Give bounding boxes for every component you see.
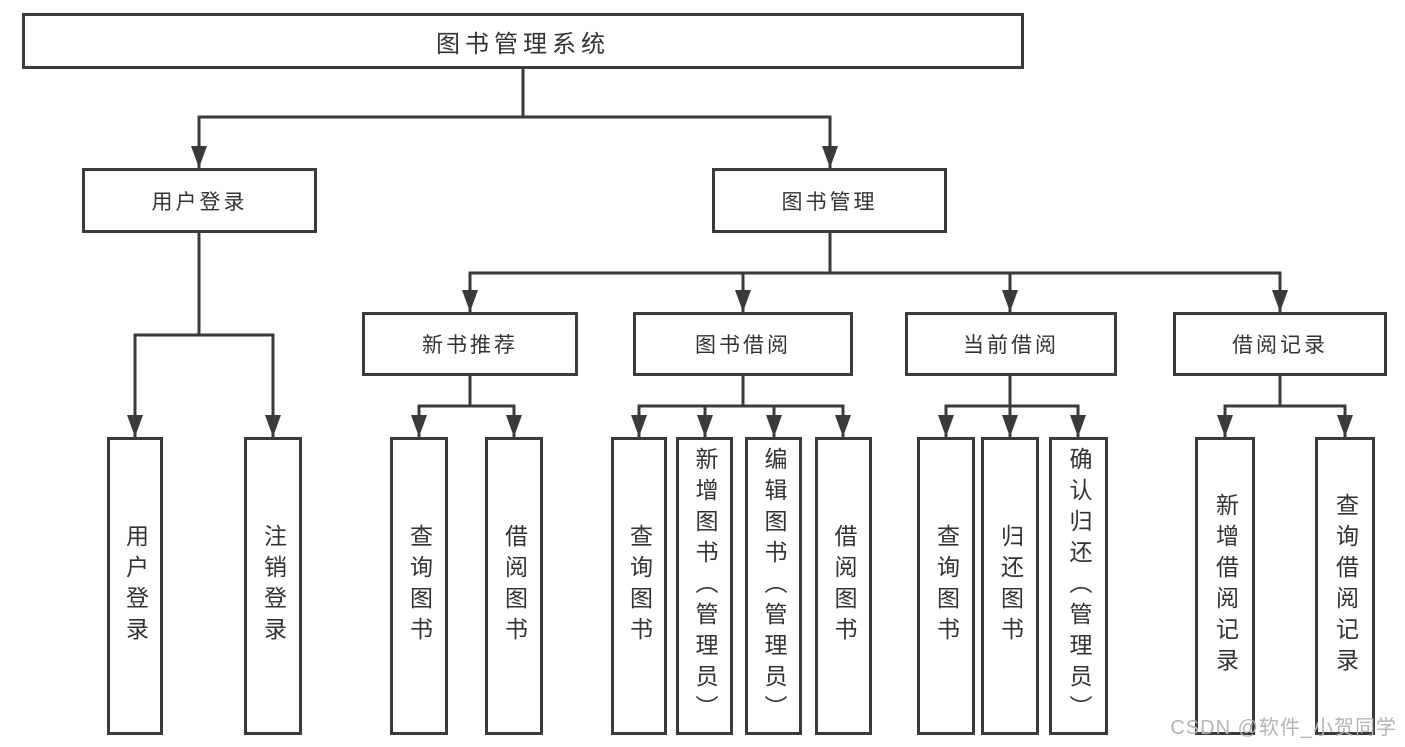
node-user-login: 用户登录 xyxy=(82,168,317,233)
node-current-borrowing: 当前借阅 xyxy=(905,312,1117,376)
node-label: 确认归还（管理员） xyxy=(1066,446,1092,726)
arrowheads xyxy=(127,146,1353,437)
node-bb-edit-book-admin: 编辑图书（管理员） xyxy=(745,437,802,735)
node-label: 查询图书 xyxy=(626,524,653,648)
node-cb-confirm-return-admin: 确认归还（管理员） xyxy=(1049,437,1108,735)
node-label: 新增借阅记录 xyxy=(1212,493,1239,679)
node-bb-add-book-admin: 新增图书（管理员） xyxy=(676,437,733,735)
node-borrow-records: 借阅记录 xyxy=(1173,312,1387,376)
node-label: 归还图书 xyxy=(997,524,1024,648)
node-label: 查询图书 xyxy=(406,524,433,648)
node-cb-query-books: 查询图书 xyxy=(917,437,975,735)
node-bb-query-books: 查询图书 xyxy=(611,437,667,735)
node-book-management: 图书管理 xyxy=(712,168,947,233)
node-br-add-record: 新增借阅记录 xyxy=(1195,437,1255,735)
csdn-watermark: CSDN @软件_小贺同学 xyxy=(1170,717,1397,739)
node-root: 图书管理系统 xyxy=(22,13,1024,69)
node-label: 注销登录 xyxy=(260,524,287,648)
node-label: 新增图书（管理员） xyxy=(692,446,718,726)
node-label: 查询借阅记录 xyxy=(1332,493,1359,679)
node-bb-borrow-books: 借阅图书 xyxy=(815,437,872,735)
node-logout-action: 注销登录 xyxy=(244,437,302,735)
node-label: 借阅图书 xyxy=(501,524,528,648)
node-nb-borrow-books: 借阅图书 xyxy=(485,437,543,735)
node-br-query-record: 查询借阅记录 xyxy=(1315,437,1375,735)
node-book-borrowing: 图书借阅 xyxy=(633,312,853,376)
node-label: 用户登录 xyxy=(122,524,149,648)
node-label: 查询图书 xyxy=(933,524,960,648)
node-user-login-action: 用户登录 xyxy=(107,437,163,735)
node-nb-query-books: 查询图书 xyxy=(390,437,448,735)
node-cb-return-book: 归还图书 xyxy=(981,437,1039,735)
node-label: 借阅图书 xyxy=(831,524,857,648)
node-label: 编辑图书（管理员） xyxy=(761,446,787,726)
node-new-book-recommend: 新书推荐 xyxy=(362,312,578,376)
